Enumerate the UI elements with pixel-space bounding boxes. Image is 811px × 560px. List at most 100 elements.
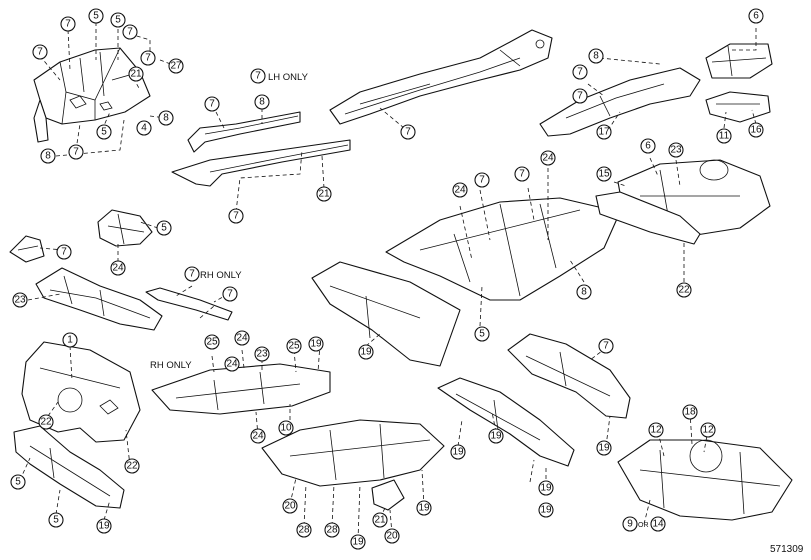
callout-20: 7 xyxy=(572,64,588,80)
svg-text:23: 23 xyxy=(14,295,26,306)
svg-text:23: 23 xyxy=(256,349,268,360)
callout-63: 19 xyxy=(538,480,554,496)
callout-47: 5 xyxy=(10,474,26,490)
callout-50: 25 xyxy=(204,334,220,350)
callout-61: 7 xyxy=(598,338,614,354)
svg-text:7: 7 xyxy=(37,47,43,58)
callout-29: 23 xyxy=(12,292,28,308)
callout-23: 6 xyxy=(748,8,764,24)
callout-55: 19 xyxy=(308,336,324,352)
callout-52: 23 xyxy=(254,346,270,362)
callout-24: 11 xyxy=(716,128,732,144)
svg-text:5: 5 xyxy=(479,329,485,340)
callout-65: 20 xyxy=(282,498,298,514)
svg-text:12: 12 xyxy=(650,425,662,436)
callout-4: 7 xyxy=(32,44,48,60)
svg-text:18: 18 xyxy=(684,407,696,418)
svg-text:8: 8 xyxy=(593,51,599,62)
svg-text:5: 5 xyxy=(15,477,21,488)
callouts: 7 5 5 7 7 7 21 27 4 8 5 7 8 7 8 7 21 7 7… xyxy=(10,8,764,550)
leader-lines xyxy=(19,22,757,541)
callout-51: 24 xyxy=(234,330,250,346)
svg-text:19: 19 xyxy=(418,503,430,514)
svg-text:22: 22 xyxy=(126,461,138,472)
callout-37: 8 xyxy=(576,284,592,300)
callout-22: 17 xyxy=(596,124,612,140)
svg-text:24: 24 xyxy=(252,431,264,442)
callout-64: 19 xyxy=(538,502,554,518)
callout-34: 7 xyxy=(474,172,490,188)
callout-36: 24 xyxy=(540,150,556,166)
svg-text:7: 7 xyxy=(209,99,215,110)
svg-text:25: 25 xyxy=(206,337,218,348)
callout-70: 20 xyxy=(384,528,400,544)
svg-text:1: 1 xyxy=(67,335,73,346)
callout-39: 6 xyxy=(640,138,656,154)
svg-text:7: 7 xyxy=(65,19,71,30)
svg-text:5: 5 xyxy=(101,127,107,138)
svg-text:24: 24 xyxy=(454,185,466,196)
callout-43: 19 xyxy=(358,344,374,360)
svg-text:7: 7 xyxy=(519,169,525,180)
callout-45: 22 xyxy=(38,414,54,430)
callout-46: 22 xyxy=(124,458,140,474)
callout-33: 24 xyxy=(452,182,468,198)
reference-number: 571309 xyxy=(770,544,804,555)
front-floor-pan xyxy=(385,197,621,301)
bracket-24 xyxy=(97,209,153,247)
svg-text:9: 9 xyxy=(627,519,633,530)
callout-66: 28 xyxy=(296,522,312,538)
callout-21: 7 xyxy=(572,88,588,104)
callout-3: 7 xyxy=(122,24,138,40)
rear-side-member xyxy=(539,67,701,137)
svg-text:19: 19 xyxy=(598,443,610,454)
rh-only-note-top: RH ONLY xyxy=(200,270,242,281)
svg-text:19: 19 xyxy=(540,505,552,516)
svg-text:7: 7 xyxy=(127,27,133,38)
floor-crossmember xyxy=(311,261,461,367)
callout-7: 27 xyxy=(168,58,184,74)
svg-text:7: 7 xyxy=(577,67,583,78)
svg-text:12: 12 xyxy=(702,425,714,436)
svg-text:23: 23 xyxy=(670,145,682,156)
callout-57: 10 xyxy=(278,420,294,436)
callout-40: 23 xyxy=(668,142,684,158)
svg-text:20: 20 xyxy=(386,531,398,542)
callout-67: 28 xyxy=(324,522,340,538)
callout-73: 18 xyxy=(682,404,698,420)
svg-text:7: 7 xyxy=(479,175,485,186)
svg-text:6: 6 xyxy=(645,141,651,152)
svg-text:19: 19 xyxy=(360,347,372,358)
svg-text:8: 8 xyxy=(163,113,169,124)
svg-text:19: 19 xyxy=(490,431,502,442)
callout-9: 8 xyxy=(158,110,174,126)
rear-floor-pan xyxy=(595,159,771,245)
callout-74: 12 xyxy=(700,422,716,438)
callout-54: 25 xyxy=(286,338,302,354)
callout-49: 19 xyxy=(96,518,112,534)
rear-floor-member xyxy=(437,377,575,467)
svg-text:7: 7 xyxy=(189,269,195,280)
callout-58: 19 xyxy=(450,444,466,460)
svg-text:7: 7 xyxy=(145,53,151,64)
svg-text:24: 24 xyxy=(542,153,554,164)
callout-31: 7 xyxy=(222,286,238,302)
floor-tunnel xyxy=(261,419,445,511)
svg-text:7: 7 xyxy=(73,147,79,158)
svg-text:10: 10 xyxy=(280,423,292,434)
svg-text:28: 28 xyxy=(326,525,338,536)
svg-text:22: 22 xyxy=(40,417,52,428)
callout-69: 21 xyxy=(372,512,388,528)
svg-text:8: 8 xyxy=(259,97,265,108)
svg-text:7: 7 xyxy=(233,211,239,222)
svg-text:8: 8 xyxy=(581,287,587,298)
callout-18: 7 xyxy=(400,124,416,140)
callout-44: 1 xyxy=(62,332,78,348)
svg-text:11: 11 xyxy=(719,131,730,142)
rocker-panel-lh xyxy=(187,111,301,153)
callout-0: 7 xyxy=(60,16,76,32)
svg-text:7: 7 xyxy=(603,341,609,352)
or-note: OR xyxy=(638,522,649,529)
callout-17: 7 xyxy=(228,208,244,224)
